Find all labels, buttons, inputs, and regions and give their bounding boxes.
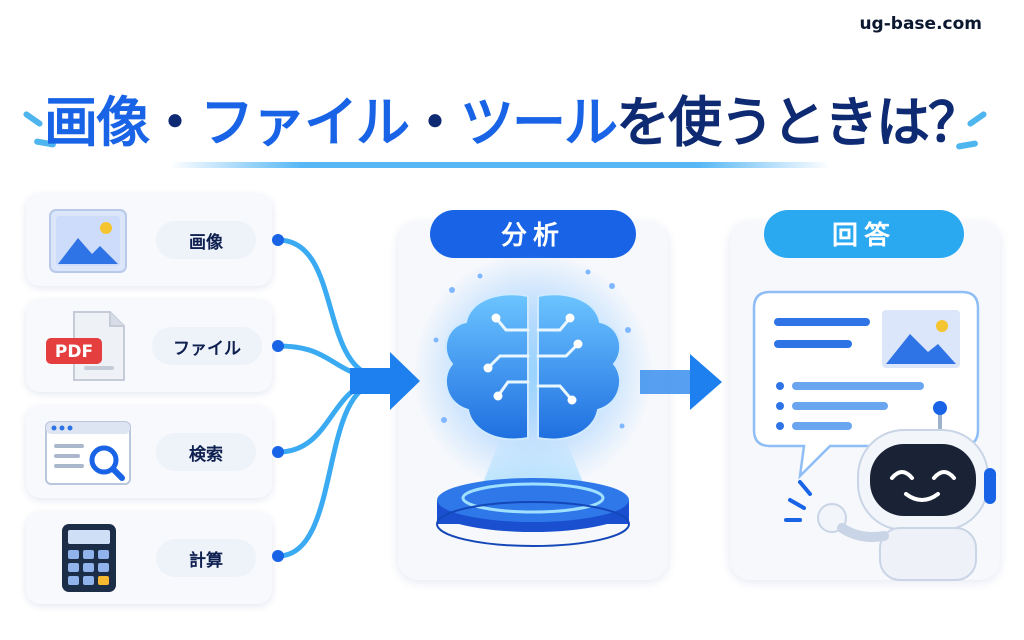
pdf-file-icon: PDF — [46, 311, 125, 381]
input-label-calc: 計算 — [156, 539, 256, 577]
answer-label: 回答 — [832, 220, 896, 251]
input-label-file: ファイル — [152, 327, 262, 365]
web-search-icon — [45, 421, 131, 485]
image-icon — [49, 209, 127, 273]
dot-image — [272, 234, 284, 246]
title-part-tool: ツール — [460, 91, 618, 154]
input-card-search: 検索 — [26, 406, 272, 498]
arrow-to-analysis — [350, 352, 420, 410]
input-card-file: PDF ファイル — [26, 300, 272, 392]
title-part-file: ファイル — [200, 91, 410, 154]
analysis-label: 分析 — [501, 221, 565, 251]
dot-search — [272, 446, 284, 458]
input-connectors — [275, 237, 375, 559]
title-part-rest: を使うときは？ — [616, 91, 982, 154]
dot-file — [272, 340, 284, 352]
title-dot-2: ・ — [408, 91, 462, 154]
title-underline — [170, 162, 830, 168]
robot-chat-icon — [784, 401, 996, 581]
answer-label-bg — [764, 210, 964, 258]
site-name: ug-base.com — [859, 14, 982, 34]
input-label-search: 検索 — [156, 433, 256, 471]
connector-image — [275, 237, 375, 379]
page-title: 画像・ファイル・ツールを使うときは？ — [0, 78, 1024, 157]
arrow-to-answer — [640, 354, 722, 410]
title-dot-1: ・ — [148, 91, 202, 154]
input-card-calc: 計算 — [26, 512, 272, 604]
analysis-label-bg — [430, 210, 636, 258]
dot-calc — [272, 550, 284, 562]
connector-dots — [272, 234, 284, 562]
pdf-badge-text: PDF — [55, 342, 93, 362]
input-card-image: 画像 — [26, 194, 272, 286]
ai-brain-icon — [413, 252, 653, 547]
calculator-icon — [62, 524, 116, 592]
input-label-image: 画像 — [156, 221, 256, 259]
title-part-image: 画像 — [44, 91, 150, 154]
connector-calc — [275, 381, 375, 559]
